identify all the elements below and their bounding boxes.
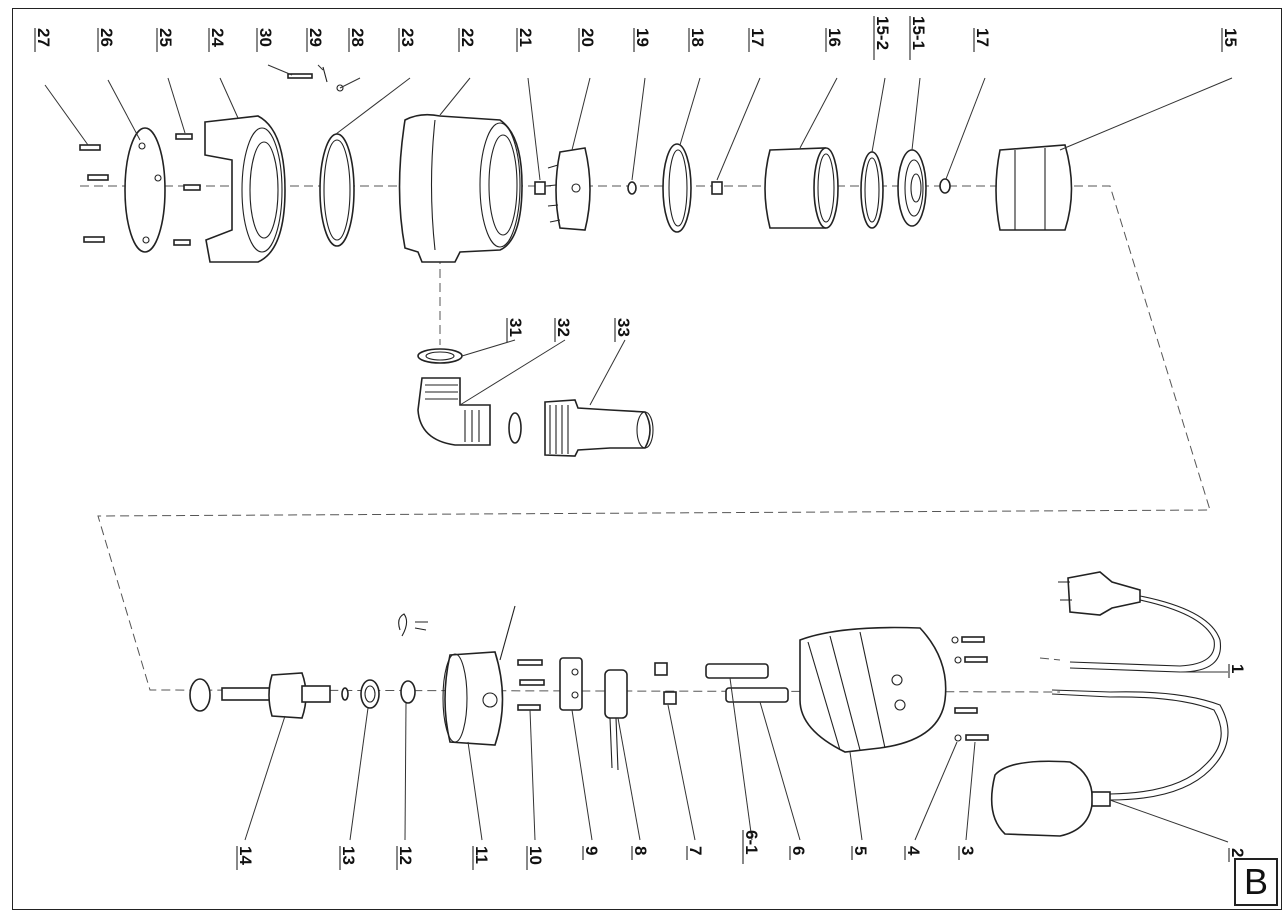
part-15-2-ring [860, 151, 884, 229]
part-label-1: 1 [1228, 664, 1247, 673]
part-label-5: 5 [851, 846, 870, 855]
part-label-24: 24 [208, 28, 227, 47]
part-label-17: 17 [973, 28, 992, 47]
part-label-28: 28 [348, 28, 367, 47]
part-label-29: 29 [306, 28, 325, 47]
part-31-gasket [417, 348, 463, 364]
part-30-29-28-small-parts [287, 66, 344, 92]
part-33-hose-connector [508, 399, 654, 457]
part-5-handle-cover [799, 626, 947, 753]
part-label-20: 20 [578, 28, 597, 47]
part-23-o-ring [319, 133, 355, 247]
part-21-nut [534, 181, 546, 195]
part-label-10: 10 [526, 846, 545, 865]
part-label-31: 31 [506, 318, 525, 337]
part-label-22: 22 [458, 28, 477, 47]
part-label-18: 18 [688, 28, 707, 47]
part-18-seal-ring [662, 143, 692, 233]
part-27-screws [79, 144, 109, 243]
part-12-washer [400, 680, 416, 704]
part-20-impeller [545, 147, 591, 231]
part-label-14: 14 [236, 846, 255, 865]
part-10-screws [517, 659, 545, 711]
part-label-6-1: 6-1 [742, 830, 761, 855]
part-label-15-1: 15-1 [909, 16, 928, 50]
part-label-27: 27 [34, 28, 53, 47]
part-32-elbow [417, 377, 491, 446]
part-label-32: 32 [554, 318, 573, 337]
part-label-12: 12 [396, 846, 415, 865]
part-label-21: 21 [516, 28, 535, 47]
part-17-nut [711, 181, 723, 195]
part-2-float-switch [990, 689, 1229, 837]
part-label-15: 15 [1221, 28, 1240, 47]
drawing-frame [12, 8, 1282, 910]
part-label-23: 23 [398, 28, 417, 47]
part-label-9: 9 [582, 846, 601, 855]
part-25-screws [173, 133, 201, 246]
part-label-30: 30 [256, 28, 275, 47]
part-label-15-2: 15-2 [873, 16, 892, 50]
part-1-power-cable [1058, 571, 1222, 673]
part-label-16: 16 [825, 28, 844, 47]
part-26-cover-plate [124, 127, 166, 253]
part-16-sleeve [764, 147, 839, 229]
part-24-housing [204, 115, 286, 263]
part-15-1-bearing-seat [897, 149, 927, 227]
part-8-capacitor [604, 669, 628, 771]
part-label-17: 17 [748, 28, 767, 47]
part-6-sleeves [705, 663, 789, 703]
part-label-26: 26 [97, 28, 116, 47]
part-15-cap [995, 144, 1073, 231]
part-label-7: 7 [686, 846, 705, 855]
part-label-6: 6 [789, 846, 808, 855]
part-label-25: 25 [156, 28, 175, 47]
part-label-8: 8 [631, 846, 650, 855]
part-22-pump-casing [398, 113, 523, 263]
leader-lines [44, 64, 1233, 843]
part-label-3: 3 [958, 846, 977, 855]
part-label-33: 33 [614, 318, 633, 337]
part-label-13: 13 [339, 846, 358, 865]
part-17-nut-right [939, 178, 951, 194]
part-label-11: 11 [472, 846, 491, 864]
part-13-bearing [341, 679, 380, 709]
part-label-19: 19 [633, 28, 652, 47]
part-3-4-screws-washers [951, 636, 989, 742]
part-label-4: 4 [904, 846, 923, 856]
part-11-motor-body [398, 605, 516, 746]
part-7-glands [654, 662, 677, 705]
part-9-bracket [559, 657, 583, 711]
part-label-2: 2 [1228, 848, 1247, 857]
part-14-shaft-rotor [189, 672, 331, 719]
sheet-mark-b: B [1234, 858, 1278, 906]
part-19-washer [627, 181, 637, 195]
